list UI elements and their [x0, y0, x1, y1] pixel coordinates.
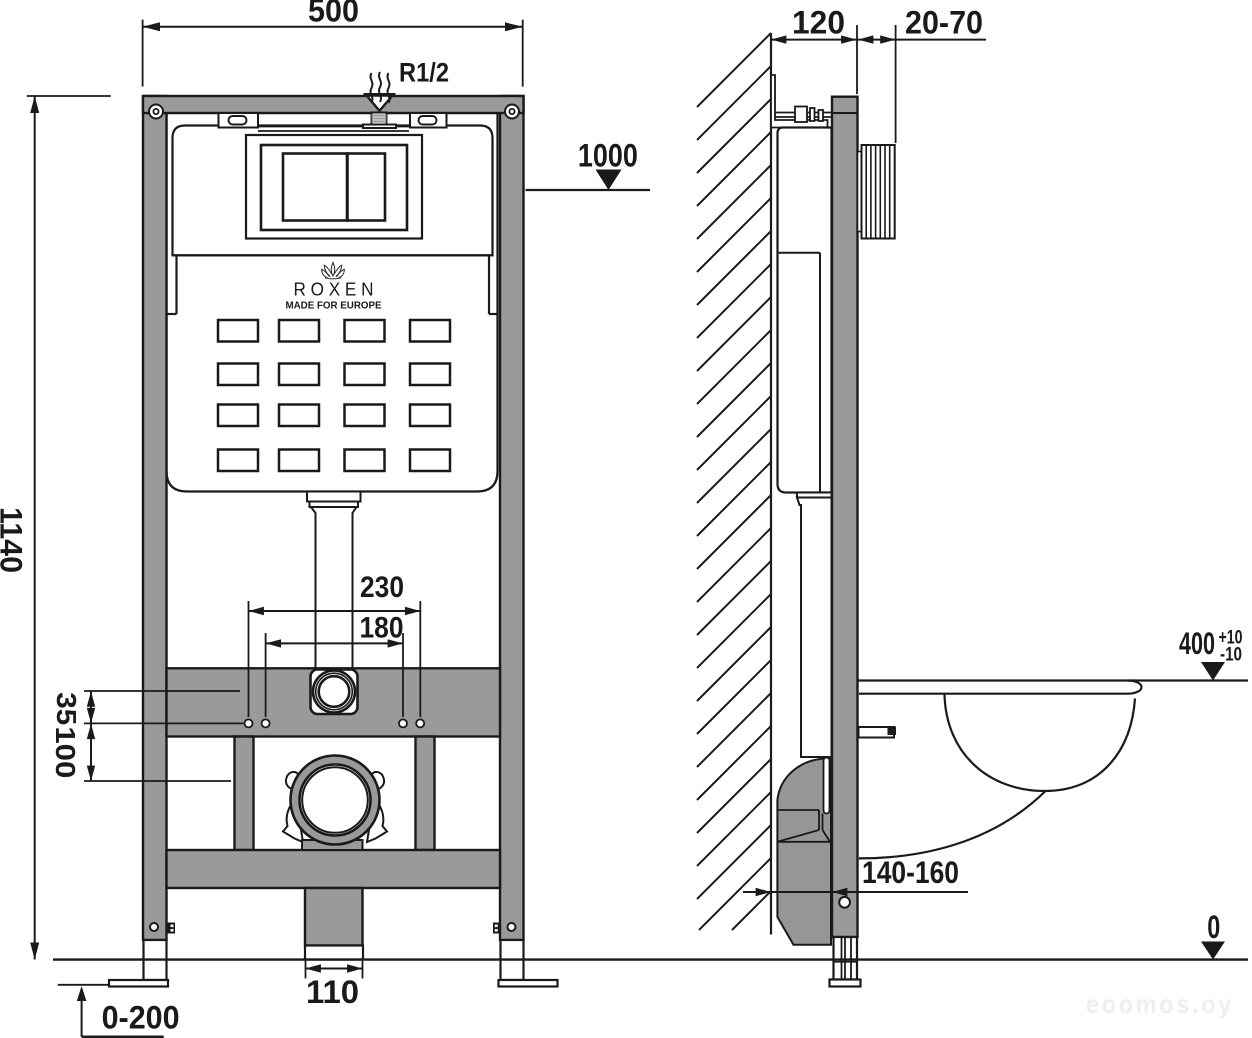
svg-text:0-200: 0-200	[102, 1000, 180, 1036]
svg-text:110: 110	[306, 974, 359, 1010]
svg-text:R1/2: R1/2	[399, 58, 449, 88]
svg-text:140-160: 140-160	[862, 854, 959, 890]
svg-text:1000: 1000	[578, 138, 638, 174]
svg-text:-10: -10	[1220, 644, 1242, 666]
svg-text:100: 100	[50, 726, 81, 778]
svg-text:MADE FOR EUROPE: MADE FOR EUROPE	[286, 300, 382, 312]
svg-text:20-70: 20-70	[905, 4, 983, 40]
svg-text:1140: 1140	[0, 507, 30, 573]
svg-text:400: 400	[1179, 625, 1215, 661]
svg-text:+10: +10	[1219, 626, 1243, 648]
svg-text:500: 500	[308, 0, 359, 29]
svg-text:R O X E N: R O X E N	[294, 279, 374, 300]
svg-text:0: 0	[1207, 909, 1220, 945]
svg-text:120: 120	[792, 4, 845, 40]
svg-text:eoomos.oy: eoomos.oy	[1086, 989, 1234, 1019]
svg-text:35: 35	[51, 692, 82, 725]
svg-text:180: 180	[360, 612, 404, 645]
svg-text:230: 230	[360, 571, 404, 604]
